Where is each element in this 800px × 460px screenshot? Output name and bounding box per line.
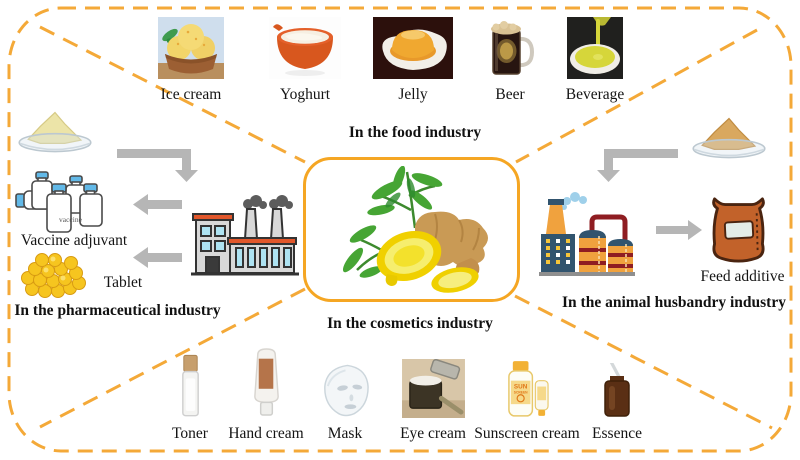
pharma-factory-icon bbox=[191, 195, 299, 276]
essence-dropper-bottle-icon bbox=[604, 363, 630, 417]
cosmetics-item-toner: Toner bbox=[150, 340, 230, 442]
center-ginger-box bbox=[303, 157, 520, 302]
hand-cream-tube-icon bbox=[253, 348, 279, 416]
diagonal-top-right bbox=[515, 28, 758, 164]
ginger-plant-icon bbox=[342, 165, 488, 293]
animal-factory-icon bbox=[539, 192, 635, 276]
animal-heading: In the animal husbandry industry bbox=[562, 294, 786, 311]
sunscreen-text-line2: SCREEN bbox=[513, 390, 527, 394]
pharma-heading: In the pharmaceutical industry bbox=[14, 302, 221, 319]
cosmetics-item-mask: Mask bbox=[306, 340, 384, 442]
food-item-beverage: Beverage bbox=[562, 15, 628, 103]
food-item-beer: Beer bbox=[478, 15, 542, 103]
diagonal-bottom-right bbox=[514, 294, 773, 430]
pharma-item-label-tablet: Tablet bbox=[103, 274, 143, 291]
beer-icon bbox=[486, 17, 534, 79]
cosmetics-item-label: Eye cream bbox=[400, 425, 466, 442]
cosmetics-item-label: Mask bbox=[327, 425, 363, 442]
toner-bottle-icon bbox=[181, 354, 199, 417]
arrow-powder-to-right-factory bbox=[597, 149, 678, 182]
sunscreen-text-line1: SUN bbox=[513, 384, 527, 391]
food-item-label: Ice cream bbox=[160, 86, 222, 103]
arrow-factory-to-feed-bag bbox=[656, 220, 702, 240]
dashed-outer-border bbox=[7, 6, 793, 453]
jelly-icon bbox=[373, 17, 453, 79]
food-item-ice-cream: Ice cream bbox=[146, 15, 236, 103]
ice-cream-icon bbox=[158, 17, 224, 79]
eye-cream-jar-icon bbox=[401, 359, 465, 418]
cosmetics-item-label: Toner bbox=[172, 425, 208, 442]
cosmetics-item-label: Sunscreen cream bbox=[474, 425, 580, 442]
food-item-yoghurt: Yoghurt bbox=[263, 15, 347, 103]
ginger-powder-dish-left-icon bbox=[18, 111, 92, 153]
yoghurt-icon bbox=[269, 17, 341, 79]
vaccine-bottles-icon: vaccine bbox=[15, 171, 103, 233]
cosmetics-item-hand-cream: Hand cream bbox=[226, 340, 306, 442]
animal-item-label-feed-additive: Feed additive bbox=[700, 268, 785, 285]
arrow-factory-to-tablet bbox=[133, 247, 182, 268]
cosmetics-item-eye-cream: Eye cream bbox=[390, 340, 476, 442]
beverage-icon bbox=[567, 17, 623, 79]
food-item-label: Jelly bbox=[398, 86, 428, 103]
diagonal-top-left bbox=[39, 25, 306, 164]
food-item-label: Beer bbox=[495, 86, 525, 103]
cosmetics-item-sunscreen: SUN SCREEN Sunscreen cream bbox=[472, 340, 582, 442]
feed-bag-icon bbox=[712, 197, 765, 263]
food-item-jelly: Jelly bbox=[371, 15, 455, 103]
ginger-powder-dish-right-icon bbox=[692, 117, 766, 159]
food-heading: In the food industry bbox=[348, 124, 482, 141]
arrow-powder-to-left-factory bbox=[117, 149, 198, 182]
food-item-label: Yoghurt bbox=[279, 86, 331, 103]
sunscreen-bottles-icon: SUN SCREEN bbox=[507, 361, 549, 417]
diagonal-bottom-left bbox=[39, 287, 306, 429]
cosmetics-item-essence: Essence bbox=[582, 340, 652, 442]
cosmetics-heading: In the cosmetics industry bbox=[327, 315, 493, 332]
tablets-icon bbox=[21, 253, 86, 298]
vaccine-bottle-text: vaccine bbox=[59, 215, 83, 224]
pharma-item-label-vaccine: Vaccine adjuvant bbox=[20, 232, 128, 249]
cosmetics-item-label: Essence bbox=[592, 425, 642, 442]
face-mask-icon bbox=[323, 364, 369, 417]
cosmetics-item-label: Hand cream bbox=[228, 425, 304, 442]
arrow-factory-to-vaccine bbox=[133, 194, 182, 215]
food-item-label: Beverage bbox=[565, 86, 625, 103]
